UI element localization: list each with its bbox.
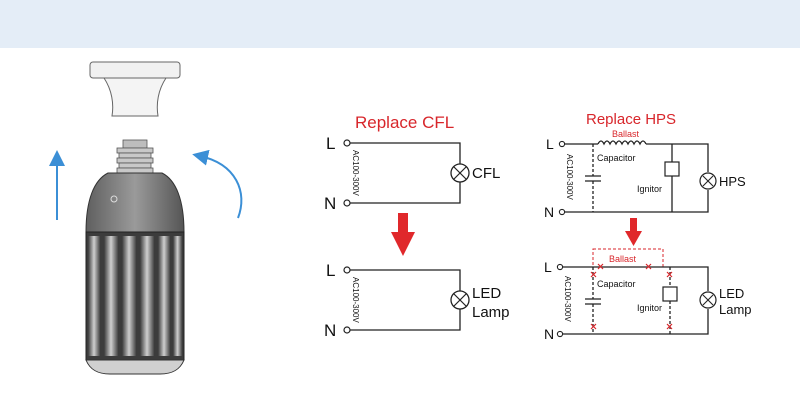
cfl-after-voltage: AC100-300V <box>351 277 360 323</box>
hps-after-voltage: AC100-300V <box>563 276 572 322</box>
cfl-circuit-after: L N AC100-300V LED Lamp <box>324 261 510 340</box>
hps-before-ballast-label: Ballast <box>612 129 640 139</box>
lamp-socket-icon <box>89 61 181 117</box>
cfl-after-terminal-n: N <box>324 321 336 340</box>
hps-before-ignitor-label: Ignitor <box>637 184 662 194</box>
lamp-symbol-icon <box>699 291 717 309</box>
cfl-before-voltage: AC100-300V <box>351 150 360 196</box>
cfl-circuit-before: L N AC100-300V CFL <box>324 134 500 213</box>
top-band <box>0 0 800 48</box>
hps-circuit-before: L N AC100-300V Ballast Capacitor Ignitor… <box>544 129 746 220</box>
hps-after-ignitor-label: Ignitor <box>637 303 662 313</box>
hps-after-lamp-line2: Lamp <box>719 302 752 317</box>
hps-before-terminal-n: N <box>544 204 554 220</box>
hps-circuit-after: L N AC100-300V Ballast Capacitor Ignitor <box>544 248 752 342</box>
cfl-section-title: Replace CFL <box>355 113 454 132</box>
cfl-after-lamp-line2: Lamp <box>472 304 510 321</box>
hps-before-lamp-label: HPS <box>719 174 746 189</box>
hps-after-lamp-line1: LED <box>719 286 744 301</box>
hps-after-capacitor-label: Capacitor <box>597 279 636 289</box>
lamp-symbol-icon <box>450 163 470 183</box>
rotate-arrow-icon <box>192 149 243 219</box>
hps-after-terminal-l: L <box>544 259 552 275</box>
remove-mark-icon <box>590 263 673 330</box>
corn-led-bulb-icon <box>85 139 185 375</box>
cfl-lamp-label: CFL <box>472 165 500 182</box>
cfl-after-terminal-l: L <box>326 261 335 280</box>
hps-before-capacitor-label: Capacitor <box>597 153 636 163</box>
hps-after-ballast-label: Ballast <box>609 254 637 264</box>
down-arrow-icon <box>391 213 415 256</box>
cfl-before-terminal-l: L <box>326 134 335 153</box>
lamp-symbol-icon <box>450 290 470 310</box>
cfl-after-lamp-line1: LED <box>472 285 501 302</box>
down-arrow-icon <box>625 218 642 246</box>
hps-before-terminal-l: L <box>546 136 554 152</box>
hps-section-title: Replace HPS <box>586 111 676 128</box>
cfl-before-terminal-n: N <box>324 194 336 213</box>
lamp-symbol-icon <box>699 172 717 190</box>
hps-after-terminal-n: N <box>544 326 554 342</box>
hps-before-voltage: AC100-300V <box>565 154 574 200</box>
